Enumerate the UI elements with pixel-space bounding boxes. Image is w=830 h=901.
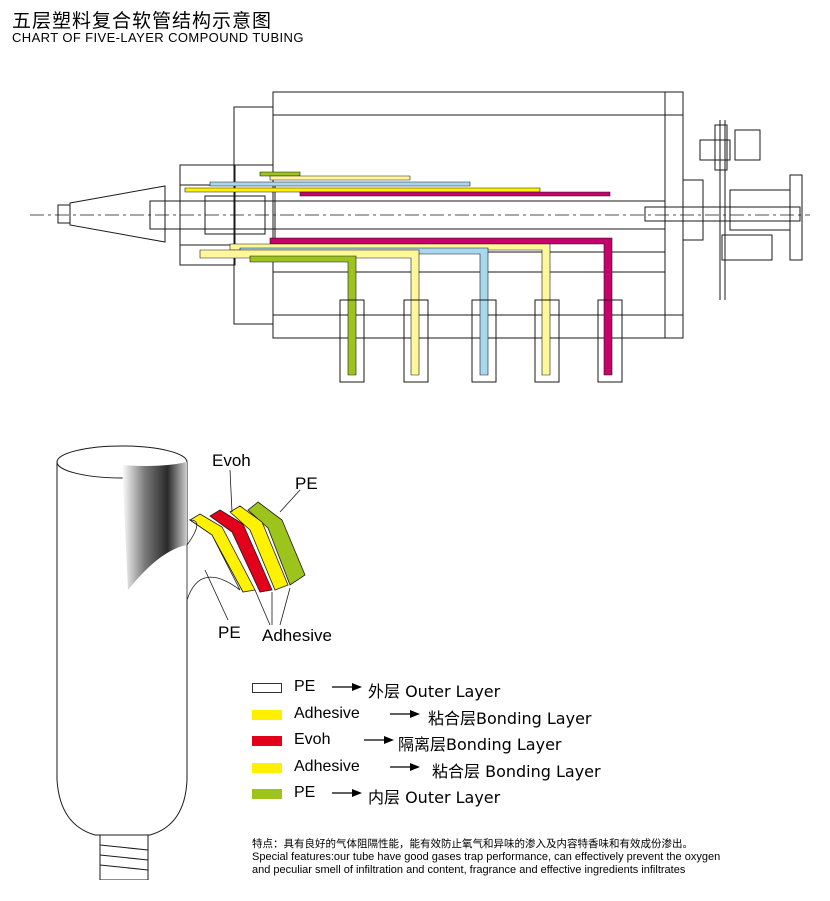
legend-layer-description: 外层 Outer Layer xyxy=(368,682,501,701)
legend-swatch xyxy=(252,683,282,693)
legend-layer-description: 粘合层Bonding Layer xyxy=(428,708,592,728)
peeled-layers xyxy=(186,501,306,601)
title-english: CHART OF FIVE-LAYER COMPOUND TUBING xyxy=(12,30,304,45)
legend-arrow-icon xyxy=(364,736,394,744)
features-english-line1: Special features:our tube have good gase… xyxy=(252,851,721,863)
legend-swatch xyxy=(252,736,282,746)
special-features: 特点：具有良好的气体阻隔性能，能有效防止氧气和异味的渗入及内容特香味和有效成份渗… xyxy=(252,838,720,877)
legend-layer-description: 内层 Outer Layer xyxy=(368,788,501,807)
tube-illustration: Evoh PE PE Adhesive xyxy=(56,445,332,880)
extrusion-die-diagram xyxy=(30,91,810,383)
tube-inner-shading xyxy=(122,462,187,590)
die-front-flange xyxy=(233,106,274,325)
nozzle-tip xyxy=(69,185,166,243)
legend-layer-name: Adhesive xyxy=(294,704,360,722)
legend-swatch xyxy=(252,789,282,799)
legend-layer-name: PE xyxy=(294,784,316,801)
rear-housing xyxy=(682,179,704,241)
legend-layer-name: PE xyxy=(294,678,316,695)
legend-swatch xyxy=(252,709,282,720)
legend-layer-name: Evoh xyxy=(294,731,331,748)
legend-arrow-icon xyxy=(390,709,420,718)
flow-channels-bottom xyxy=(199,237,613,376)
legend-arrow-icon xyxy=(332,683,362,691)
flow-channels-top xyxy=(184,171,611,197)
legend-layer-description: 隔离层Bonding Layer xyxy=(398,735,562,754)
label-pe-inner: PE xyxy=(218,623,241,642)
legend-layer-description: 粘合层 Bonding Layer xyxy=(432,761,601,781)
label-pe-outer: PE xyxy=(295,474,318,493)
legend-layer-name: Adhesive xyxy=(294,757,360,775)
features-english-line2: and peculiar smell of infiltration and c… xyxy=(252,864,686,876)
features-chinese: 特点：具有良好的气体阻隔性能，能有效防止氧气和异味的渗入及内容特香味和有效成份渗… xyxy=(252,838,693,850)
legend-swatch xyxy=(252,762,282,773)
title-chinese: 五层塑料复合软管结构示意图 xyxy=(12,10,273,32)
legend-arrow-icon xyxy=(390,762,420,771)
label-adhesive: Adhesive xyxy=(262,626,332,645)
tube-body xyxy=(56,462,188,836)
legend-arrow-icon xyxy=(332,789,362,797)
feed-inlets xyxy=(339,299,623,383)
label-evoh: Evoh xyxy=(212,451,251,470)
